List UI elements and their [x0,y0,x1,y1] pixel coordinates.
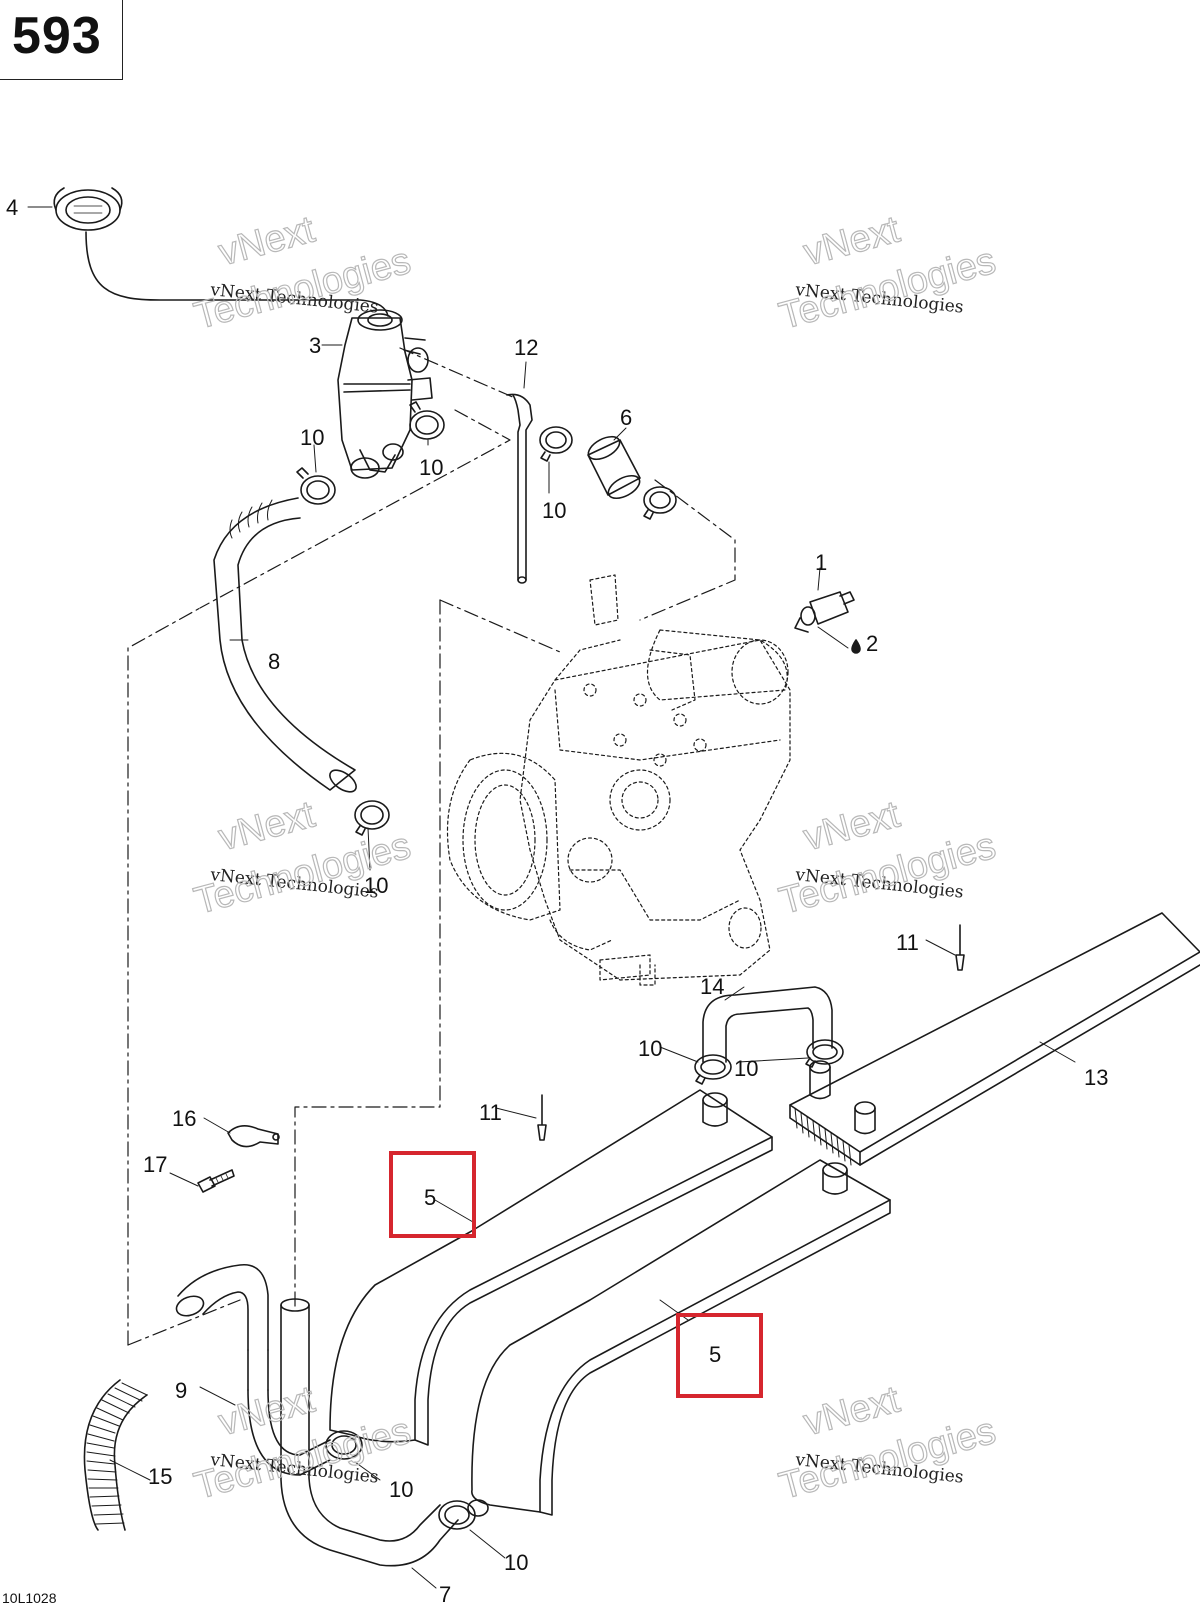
callout-17: 17 [143,1152,167,1177]
page-number-box: 593 [0,0,123,80]
rivets [537,924,965,1141]
callout-10c: 10 [542,498,566,523]
callout-5a: 5 [424,1185,436,1210]
highlight-box-part-5-lower [676,1313,763,1398]
callout-9: 9 [175,1378,187,1403]
callout-11b: 11 [479,1100,502,1125]
callout-2: 2 [866,631,878,656]
svg-text:vNext: vNext [214,209,319,275]
watermark-4: vNext vNext Technologies Technologies [774,793,1000,924]
highlight-box-part-5-upper [389,1151,476,1238]
callout-10b: 10 [419,455,443,480]
u-hose [702,986,833,1063]
callout-10g: 10 [389,1477,413,1502]
callout-5b: 5 [709,1342,721,1367]
upper-hose [213,497,357,793]
callout-6: 6 [620,405,632,430]
hose-clamps [296,401,844,1530]
routing-lines [127,347,736,1346]
callout-11a: 11 [896,930,919,955]
callout-12: 12 [514,335,538,360]
callout-4: 4 [6,195,18,220]
callout-13: 13 [1084,1065,1108,1090]
radiator-cap [53,187,389,317]
engine [446,574,791,986]
svg-text:vNext: vNext [214,1379,319,1445]
svg-text:vNext: vNext [799,209,904,275]
watermark-6: vNext vNext Technologies Technologies [774,1378,1000,1509]
heat-exchanger-right [467,1159,891,1517]
callout-7: 7 [439,1582,451,1607]
clip [227,1125,280,1148]
callout-10e: 10 [638,1036,662,1061]
svg-text:vNext: vNext [799,1379,904,1445]
watermark-3: vNext vNext Technologies Technologies [189,793,415,924]
heat-exchanger-rear [789,912,1200,1166]
callout-10h: 10 [504,1550,528,1575]
temperature-sensor [794,591,855,633]
lower-hose-left [175,1264,269,1391]
lower-hose-bottom [247,1298,459,1567]
screw [197,1169,235,1193]
callout-15: 15 [148,1464,172,1489]
callout-10d: 10 [364,873,388,898]
callout-3: 3 [309,333,321,358]
watermark-2: vNext vNext Technologies Technologies [774,208,1000,339]
watermark-5: vNext vNext Technologies Technologies [189,1378,415,1509]
callout-8: 8 [268,649,280,674]
heat-exchanger-left [329,1089,773,1446]
breather-tube [506,393,533,584]
svg-text:vNext: vNext [214,794,319,860]
callout-10f: 10 [734,1056,758,1081]
leader-lines [27,206,1076,1589]
svg-text:vNext: vNext [799,794,904,860]
callout-1: 1 [815,550,827,575]
page-number: 593 [12,7,102,65]
diagram-reference: 10L1028 [2,1590,57,1606]
coolant-reservoir [337,309,433,479]
callout-14: 14 [700,974,724,999]
callouts: 4 3 12 6 10 10 10 1 2 8 10 11 14 10 10 1… [6,195,1108,1607]
callout-16: 16 [172,1106,196,1131]
corrugated-hose [83,1379,148,1531]
callout-10a: 10 [300,425,324,450]
short-hose [587,435,641,500]
